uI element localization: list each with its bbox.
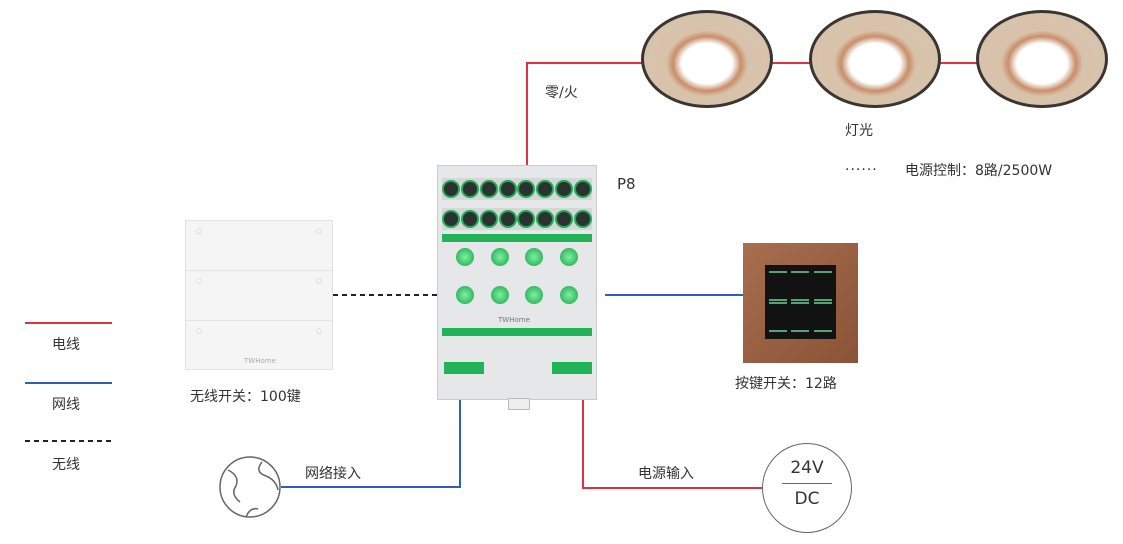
legend-wireless: 无线 bbox=[52, 457, 80, 473]
wire-label-neutral-live: 零/火 bbox=[545, 85, 578, 101]
dc-voltage: 24V bbox=[790, 458, 824, 478]
din-clip bbox=[508, 398, 530, 410]
downlight-2 bbox=[809, 10, 941, 108]
dc-power-source: 24V DC bbox=[762, 443, 852, 533]
downlight-1 bbox=[641, 10, 773, 108]
controller-brand: TWHome bbox=[498, 316, 530, 324]
key-switch-label: 按键开关：12路 bbox=[735, 376, 837, 392]
power-note-dots: ...... bbox=[845, 158, 878, 174]
controller-model-label: P8 bbox=[617, 175, 636, 193]
globe-icon bbox=[219, 456, 281, 518]
wireless-key-row: ◌◌ bbox=[186, 271, 332, 321]
power-input-label: 电源输入 bbox=[638, 466, 694, 482]
network-wire bbox=[281, 400, 461, 488]
key-switch-panel bbox=[743, 243, 858, 363]
downlight-3 bbox=[976, 10, 1108, 108]
bottom-terminal-strip bbox=[442, 328, 592, 336]
lights-label: 灯光 bbox=[845, 123, 873, 139]
dc-type: DC bbox=[794, 489, 820, 509]
power-control-note: 电源控制：8路/2500W bbox=[905, 163, 1053, 179]
wireless-switch-panel: ◌◌ ◌◌ ◌TWHome◌ bbox=[185, 220, 333, 370]
p8-controller: TWHome bbox=[437, 165, 597, 410]
power-input-wire bbox=[582, 400, 762, 489]
terminal-row-second bbox=[442, 208, 592, 230]
dc-divider bbox=[782, 483, 832, 484]
network-terminal bbox=[444, 362, 484, 374]
relay-label-strip bbox=[442, 234, 592, 242]
wireless-key-row: ◌◌ bbox=[186, 221, 332, 271]
legend-network-wire: 网线 bbox=[52, 397, 80, 413]
terminal-row-top bbox=[442, 178, 592, 200]
key-switch-face bbox=[765, 265, 836, 339]
indicator-leds bbox=[448, 248, 586, 304]
wireless-brand: TWHome bbox=[244, 357, 276, 365]
legend-power-wire: 电线 bbox=[52, 337, 80, 353]
wireless-switch-label: 无线开关：100键 bbox=[190, 389, 301, 405]
wireless-key-row: ◌TWHome◌ bbox=[196, 327, 322, 365]
network-label: 网络接入 bbox=[305, 466, 361, 482]
power-terminal bbox=[552, 362, 592, 374]
